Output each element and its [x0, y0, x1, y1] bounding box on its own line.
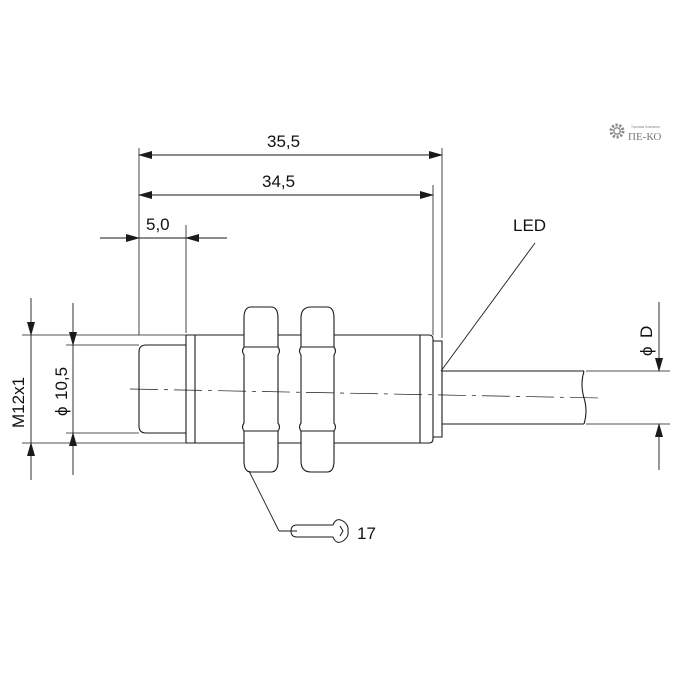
diameter-symbol-icon: ϕ	[52, 406, 71, 416]
logo-tagline: Торговая Компания	[631, 125, 660, 129]
extension-lines	[22, 148, 670, 444]
centre-line	[129, 388, 601, 399]
dim-cable-diameter: D	[637, 326, 656, 338]
dim-thread: M12x1	[9, 377, 28, 428]
logo-text: ПЕ-КО	[628, 131, 661, 143]
wrench-leader-1	[248, 470, 280, 532]
dimension-lines	[27, 151, 663, 532]
nut-front	[241, 306, 281, 473]
dim-body-length: 34,5	[262, 172, 295, 191]
led-housing	[433, 340, 443, 438]
led-leader	[440, 242, 536, 372]
led-label: LED	[513, 216, 546, 235]
main-barrel	[195, 334, 434, 444]
gear-icon	[609, 123, 625, 139]
dim-face-diameter-group: ϕ 10,5	[52, 367, 71, 416]
company-logo: Торговая Компания ПЕ-КО	[609, 123, 661, 143]
wrench-icon	[290, 519, 349, 543]
dim-overall-length: 35,5	[267, 132, 300, 151]
diameter-symbol-icon: ϕ	[637, 346, 656, 356]
nut-rear	[298, 306, 337, 473]
dim-face-diameter: 10,5	[52, 367, 71, 400]
threaded-sleeve	[185, 334, 196, 444]
cable	[442, 370, 584, 425]
dim-sensing-face-length: 5,0	[146, 215, 170, 234]
sensor-body	[138, 334, 587, 444]
dim-wrench-size: 17	[357, 524, 376, 543]
dim-cable-diameter-group: ϕ D	[637, 326, 656, 356]
